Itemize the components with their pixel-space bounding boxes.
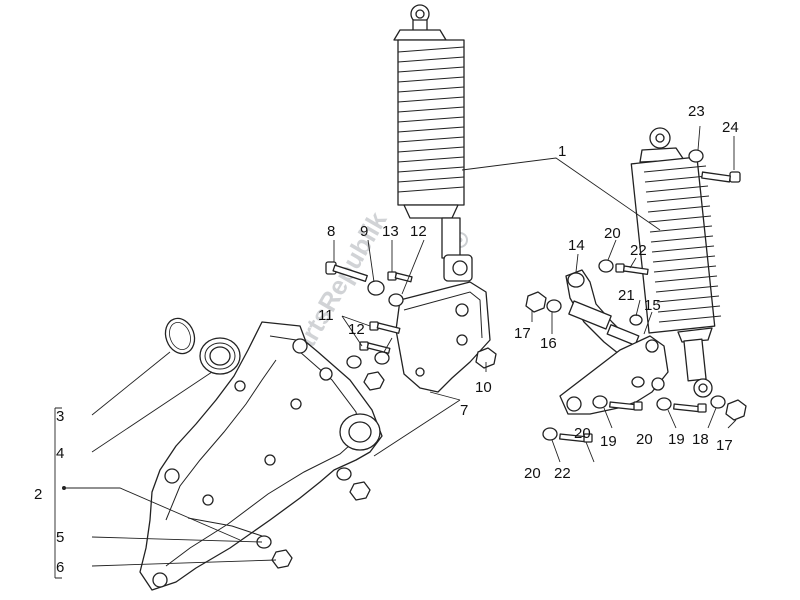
callout-10: 10: [475, 379, 492, 396]
casing-nut-a: [363, 371, 385, 391]
callout-19-b: 19: [668, 431, 685, 448]
callout-20-a: 20: [574, 425, 591, 442]
callout-15: 15: [644, 297, 661, 314]
callout-20-top: 20: [604, 225, 621, 242]
callout-20-b: 20: [636, 431, 653, 448]
washer-9: [367, 280, 385, 296]
callout-7: 7: [460, 402, 468, 419]
washer-12-upper: [388, 293, 404, 307]
callout-16: 16: [540, 335, 557, 352]
shock-absorber-left: [393, 4, 473, 282]
shock-absorber-right: [630, 127, 722, 398]
bolt-24: [701, 171, 741, 183]
washer-20-a: [592, 395, 608, 409]
washer-20-top: [598, 259, 614, 273]
washer-16: [546, 299, 562, 313]
bolt-8: [325, 261, 368, 283]
callout-17-left: 17: [514, 325, 531, 342]
callout-12-upper: 12: [410, 223, 427, 240]
washer-20-b: [656, 397, 672, 411]
callout-5: 5: [56, 529, 64, 546]
callout-4: 4: [56, 445, 64, 462]
bearing: [199, 337, 241, 375]
callout-24: 24: [722, 119, 739, 136]
callout-13: 13: [382, 223, 399, 240]
nut-17-left: [525, 291, 547, 313]
bolt-19-b: [673, 403, 707, 413]
bolt-11-a: [369, 321, 401, 334]
bolt-19-a: [609, 401, 643, 411]
bolt-22-top: [615, 263, 649, 275]
washer-21: [629, 314, 643, 326]
link-plate-15: [559, 335, 669, 415]
washer-12-lower: [374, 351, 390, 365]
callout-20-c: 20: [524, 465, 541, 482]
nut-10: [475, 347, 497, 369]
bolt-13: [387, 271, 413, 283]
callout-19-a: 19: [600, 433, 617, 450]
callout-22-top: 22: [630, 242, 647, 259]
leader-lines: [54, 125, 737, 579]
callout-12-lower: 12: [348, 321, 365, 338]
callout-9: 9: [360, 223, 368, 240]
callout-8: 8: [327, 223, 335, 240]
callout-6: 6: [56, 559, 64, 576]
bolt-22-bottom: [559, 433, 593, 443]
callout-labels: 1 2 3 4 5 6 7 8 9 10 11 12 12 13 14 15 1…: [34, 103, 739, 576]
nut-17-right: [725, 399, 747, 421]
callout-11: 11: [318, 307, 334, 324]
callout-1: 1: [558, 143, 566, 160]
mounting-bracket: [395, 281, 491, 393]
axle-sleeve: [568, 300, 640, 346]
washer-20-d: [631, 376, 645, 388]
casing-washer-a: [346, 355, 362, 369]
lower-nut: [271, 549, 293, 569]
washer-23: [688, 149, 704, 163]
washer-20-c: [542, 427, 558, 441]
callout-14: 14: [568, 237, 585, 254]
group-bracket-dot: [62, 486, 66, 490]
callout-23: 23: [688, 103, 705, 120]
washer-18: [710, 395, 726, 409]
callout-17-right: 17: [716, 437, 733, 454]
casing-washer-b: [336, 467, 352, 481]
callout-2: 2: [34, 486, 42, 503]
callout-3: 3: [56, 408, 64, 425]
bolt-11-b: [359, 341, 391, 354]
circlip: [164, 317, 196, 355]
callout-22-bottom: 22: [554, 465, 571, 482]
callout-21: 21: [618, 287, 635, 304]
casing-nut-b: [349, 481, 371, 501]
callout-18: 18: [692, 431, 709, 448]
engine-swingarm-housing: [139, 321, 383, 591]
